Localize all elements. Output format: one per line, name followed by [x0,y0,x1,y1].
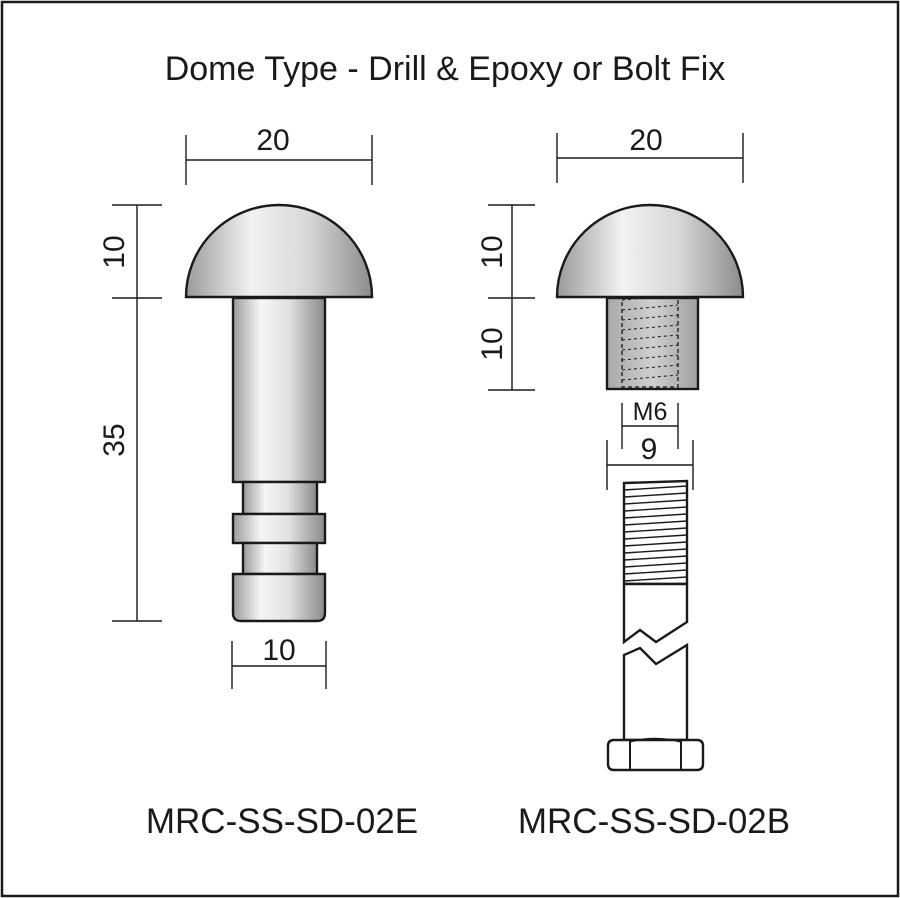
left-stem-width-dimension [231,641,327,689]
left-dome-head [184,203,374,299]
bolt-width-label: 9 [641,433,658,466]
left-part: 20 10 35 10 MRC-SS-SD-02E [98,124,418,841]
left-stem-width-label: 10 [262,634,295,667]
right-socket-height-label: 10 [476,327,509,360]
left-dome-height-label: 10 [98,235,131,268]
bolt-width-dimension [606,440,694,490]
left-stem [231,296,327,623]
right-dome-head [555,203,745,299]
left-height-dimension [112,204,162,622]
left-stem-length-label: 35 [98,423,131,456]
right-part-code: MRC-SS-SD-02B [518,802,790,841]
left-part-code: MRC-SS-SD-02E [146,802,418,841]
thread-label: M6 [633,398,668,426]
right-part: 20 10 10 [476,124,790,841]
thread-dimension [621,403,679,449]
right-width-label: 20 [629,124,662,157]
left-width-dimension [185,135,373,185]
left-width-label: 20 [256,124,289,157]
bolt [606,479,705,772]
diagram-title: Dome Type - Drill & Epoxy or Bolt Fix [165,50,726,88]
right-dome-height-label: 10 [476,235,509,268]
right-width-dimension [556,133,744,183]
right-height-dimension [488,204,535,391]
right-threaded-socket [605,278,700,391]
